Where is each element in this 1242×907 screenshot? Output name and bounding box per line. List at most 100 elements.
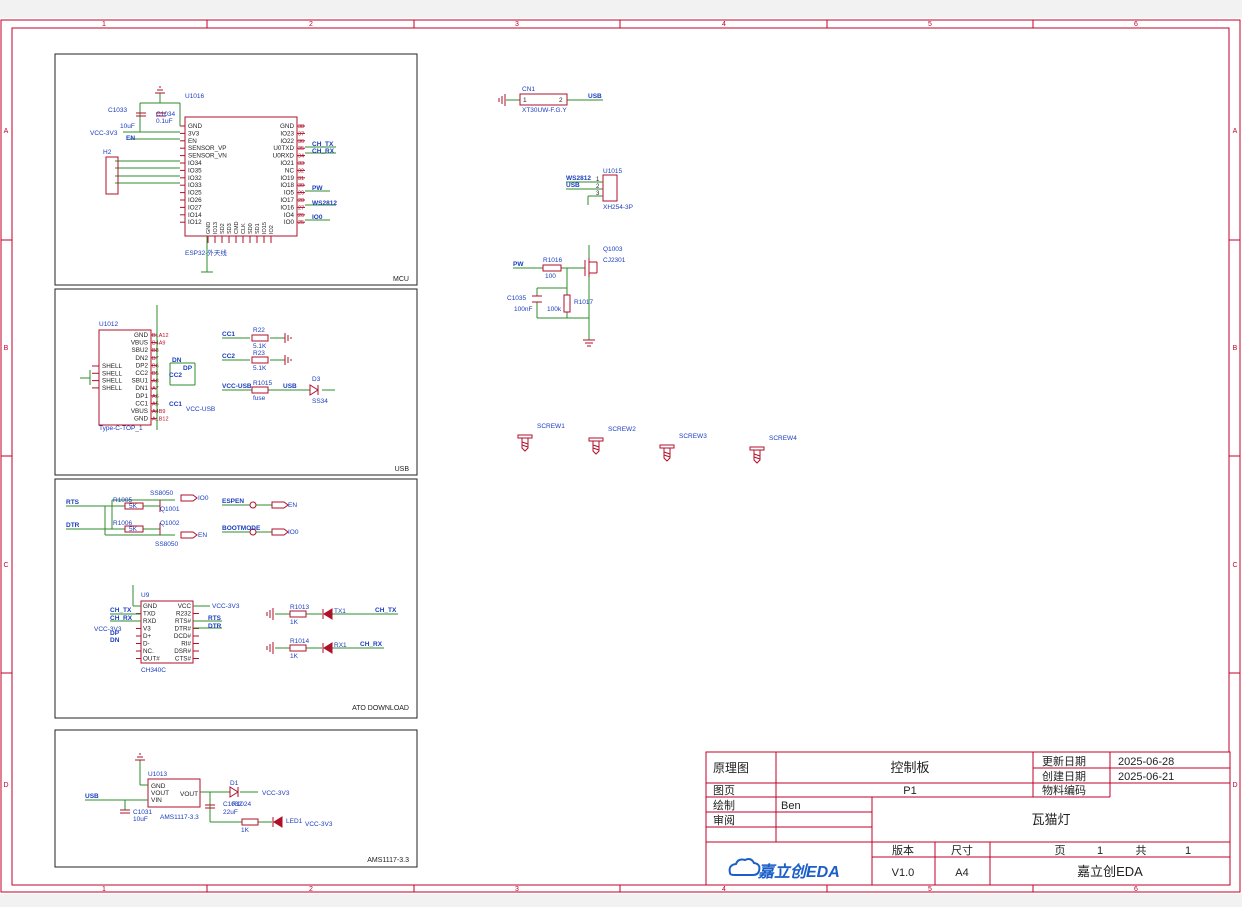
c1033-value: 10uF [120, 123, 135, 130]
usb-net-dn: DN [172, 357, 182, 364]
u9-right-pin-label: RI# [181, 641, 191, 648]
r1024-ref: R1024 [232, 801, 252, 808]
r1016-value: 100 [545, 273, 556, 280]
block-download[interactable]: ATO DOWNLOAD R [54, 478, 418, 719]
u9-left-pin-label: D- [143, 641, 150, 648]
led-net-ch-tx: CH_TX [375, 607, 397, 614]
block-mcu[interactable]: MCU U1016 ESP32-外天线 GND3V3ENSENSOR_VPSEN… [54, 53, 418, 286]
u1012-body[interactable] [98, 329, 152, 426]
u1016-right-pin-label: IO0 [284, 219, 295, 226]
screw-thread [753, 456, 761, 460]
screw-icon [749, 446, 765, 464]
download-net-espen: ESPEN [222, 498, 244, 505]
block-usb-frame [54, 288, 418, 476]
col-label-6: 6 [1134, 21, 1138, 28]
block-usb-title: USB [395, 466, 410, 473]
h2-header-body[interactable] [105, 156, 119, 195]
u1016-right-pin-label: IO5 [284, 190, 295, 197]
c1031-ref: C1031 [133, 809, 153, 816]
u1012-pin-label: GND [134, 332, 148, 339]
c1032-value: 22uF [223, 809, 238, 816]
usb-net-vcc-usb-port: VCC-USB [186, 406, 215, 413]
col-label-2-bottom: 2 [309, 886, 313, 893]
u1012-shell-pin-label: SHELL [102, 370, 122, 377]
screw-thread [521, 444, 529, 448]
u9-wires [110, 585, 222, 629]
power-net-vcc-3v3-2: VCC-3V3 [305, 821, 333, 828]
u1013-pin-gnd: GND [151, 783, 166, 790]
u9-body[interactable] [140, 600, 194, 664]
tb-size: A4 [955, 867, 968, 879]
u9-right-pin-label: RTS# [175, 618, 191, 625]
download-port-en-2: EN [288, 502, 297, 509]
u1016-left-pin-label: IO26 [188, 197, 202, 204]
download-port-en: EN [198, 532, 207, 539]
u1012-pin-label: DP1 [136, 393, 149, 400]
u1016-right-pin-label: U0RXD [273, 153, 295, 160]
u1015-body[interactable] [602, 174, 618, 202]
block-power[interactable]: AMS1117-3.3 U1013 GND VOUT VIN VOUT AMS1… [54, 729, 418, 868]
u1015-net-ws2812: WS2812 [566, 175, 591, 182]
r1015-ref: R1015 [253, 380, 273, 387]
usb-parts [251, 333, 319, 396]
u1016-right-pin-number: 32 [298, 168, 304, 174]
q1003-ref: Q1003 [603, 246, 623, 253]
usb-net-cc1: CC1 [169, 401, 182, 408]
u1012-pin-number: A7 [152, 386, 159, 392]
u1016-body[interactable] [184, 116, 298, 237]
tb-version-label: 版本 [892, 843, 914, 857]
u9-net-rts: RTS [208, 615, 222, 622]
u1016-right-pin-label: IO16 [280, 204, 294, 211]
title-block: 原理图 控制板 更新日期 2025-06-28 创建日期 2025-06-21 … [705, 751, 1231, 886]
u1012-pin-label: SBU1 [132, 378, 149, 385]
u1015-pin-1: 1 [596, 177, 600, 183]
net-vcc-3v3: VCC-3V3 [90, 130, 118, 137]
col-label-4: 4 [722, 21, 726, 28]
u1016-right-pin-number: 33 [298, 161, 304, 167]
mcu-right-wires [201, 146, 336, 273]
u1012-shell-pin-label: SHELL [102, 385, 122, 392]
u9-left-pin-label: V3 [143, 626, 151, 633]
col-label-2: 2 [309, 21, 313, 28]
c1034-ref: C1034 [156, 111, 176, 118]
u1016-right-pin-number: 29 [298, 191, 304, 197]
u1016-ref: U1016 [185, 93, 205, 100]
q1001-value: SS8050 [150, 490, 174, 497]
u1013-body[interactable] [147, 778, 201, 808]
u1016-right-pin-label: IO17 [280, 197, 294, 204]
u9-net-ch-tx: CH_TX [110, 607, 132, 614]
u1016-right-pin-number: 25 [298, 220, 304, 226]
u1016-right-pin-number: 35 [298, 146, 304, 152]
u9-right-pin-label: CTS# [175, 656, 192, 663]
u1015-wires [566, 181, 603, 205]
u1016-right-pin-number: 28 [298, 198, 304, 204]
download-net-dtr: DTR [66, 522, 80, 529]
cn1-ref: CN1 [522, 86, 535, 93]
u1015-pin-3: 3 [596, 191, 600, 197]
mcu-net-ch-tx: CH_TX [312, 141, 334, 148]
mcu-net-io0: IO0 [312, 214, 323, 221]
c1035-ref: C1035 [507, 295, 527, 302]
u1016-right-pin-label: IO23 [280, 130, 294, 137]
u1016-right-pin-number: 30 [298, 183, 304, 189]
u1016-bottom-pin-label: SD1 [255, 223, 261, 234]
usb-net-vcc-usb: VCC-USB [222, 383, 252, 390]
download-port-io0-2: IO0 [288, 529, 299, 536]
u9-right-pin-label: R232 [176, 611, 192, 618]
u9-left-pin-label: NC. [143, 648, 154, 655]
r1017-ref: R1017 [574, 299, 594, 306]
row-label-c: C [3, 562, 8, 569]
tb-kind: 原理图 [713, 761, 749, 775]
screw-ref: SCREW3 [679, 433, 707, 440]
block-right-parts[interactable]: CN1 XT30UW-F.G.Y 1 2 USB U1015 XH254-3P … [498, 86, 797, 464]
row-label-a: A [4, 128, 9, 135]
download-parts [124, 494, 289, 539]
u9-right-pin-label: VCC [178, 603, 192, 610]
tb-review-label: 审阅 [713, 813, 735, 827]
power-net-usb: USB [85, 793, 99, 800]
u1012-pin-number: A8 [152, 379, 159, 385]
